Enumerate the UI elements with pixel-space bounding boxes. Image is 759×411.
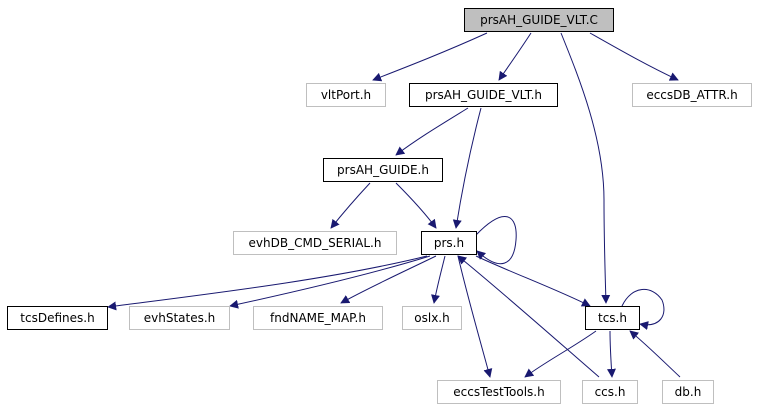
edge-root-to-prsAH_GUIDE_VLT_h — [498, 32, 532, 81]
node-tcs-h[interactable]: tcs.h — [585, 306, 640, 330]
edge-prs_h-to-fndNAME_MAP — [340, 255, 437, 304]
node-eccsdb-attr: eccsDB_ATTR.h — [632, 83, 752, 107]
node-prsah-guide-vlt-h[interactable]: prsAH_GUIDE_VLT.h — [409, 83, 558, 107]
node-vltport: vltPort.h — [306, 83, 386, 107]
edge-prsAH_GUIDE_VLT_h-to-prs_h — [452, 107, 482, 229]
edge-prs_h-to-evhStates — [229, 255, 431, 309]
edge-prsAH_GUIDE_h-to-evhDB_CMD_SERIAL — [330, 182, 371, 229]
node-ccs-h: ccs.h — [582, 380, 638, 404]
edge-prs_h-to-ccs_h — [457, 255, 600, 378]
edge-root-to-tcs_h — [560, 32, 611, 304]
edge-tcs_h-to-ccs_h — [606, 330, 616, 378]
node-eccstesttools: eccsTestTools.h — [437, 380, 561, 404]
node-fndname-map: fndNAME_MAP.h — [253, 306, 383, 330]
edge-prsAH_GUIDE_VLT_h-to-prsAH_GUIDE_h — [395, 107, 469, 156]
edge-prs_h-to-oslx — [431, 255, 446, 304]
node-tcsdefines[interactable]: tcsDefines.h — [7, 306, 108, 330]
edge-prs_h-to-tcsDefines — [107, 255, 428, 311]
node-oslx: oslx.h — [402, 306, 462, 330]
node-evhstates: evhStates.h — [129, 306, 230, 330]
edge-prsAH_GUIDE_h-to-prs_h — [395, 182, 437, 229]
edge-prs_h-to-eccsTestTools — [457, 255, 493, 378]
node-prs-h[interactable]: prs.h — [421, 231, 477, 255]
edge-tcs_h-to-db_h — [629, 330, 681, 378]
node-prsah-guide-h[interactable]: prsAH_GUIDE.h — [323, 158, 443, 182]
edge-prs_h-to-tcs_h — [475, 255, 591, 307]
edge-root-to-vltPort — [372, 32, 488, 82]
edge-prs_h-to-prs_h — [475, 216, 517, 265]
node-db-h: db.h — [662, 380, 714, 404]
edge-root-to-eccsDB_ATTR — [589, 32, 679, 81]
node-root: prsAH_GUIDE_VLT.C — [464, 8, 614, 32]
edge-tcs_h-to-tcs_h — [621, 289, 665, 330]
edge-tcs_h-to-eccsTestTools — [524, 330, 597, 378]
node-evhdb-cmd-serial: evhDB_CMD_SERIAL.h — [233, 231, 397, 255]
